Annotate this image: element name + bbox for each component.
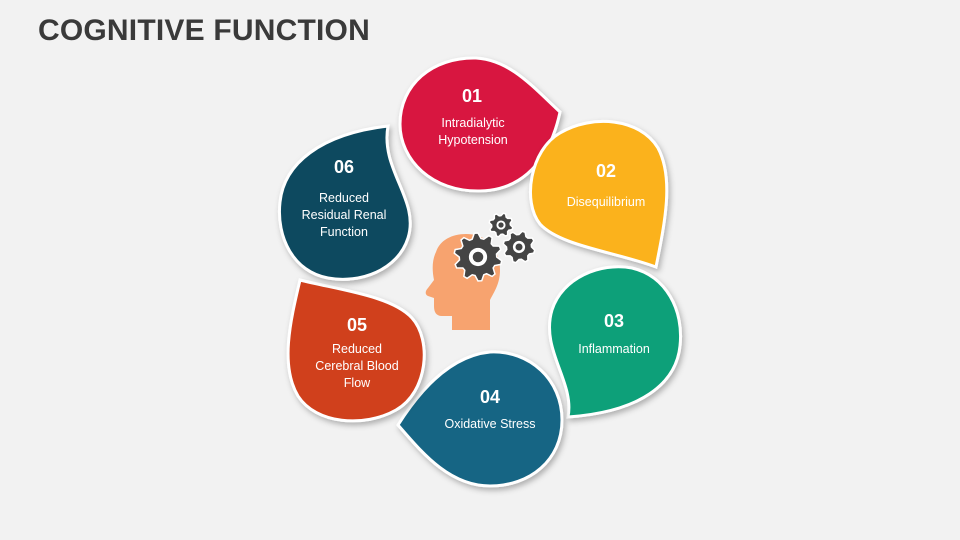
step-01-label: Intradialytic Hypotension xyxy=(438,116,508,147)
step-06-drop xyxy=(277,124,412,281)
step-05-drop xyxy=(286,278,426,423)
step-02-drop xyxy=(528,120,669,270)
step-03-drop xyxy=(548,265,683,419)
step-01-number: 01 xyxy=(461,86,483,106)
page-title: COGNITIVE FUNCTION xyxy=(38,14,370,47)
step-03-label: Inflammation xyxy=(578,342,650,356)
step-05-label: Reduced Cerebral Blood Flow xyxy=(315,342,399,390)
gear-medium-icon xyxy=(502,230,536,264)
step-03-number: 03 xyxy=(603,311,625,331)
step-05-number: 05 xyxy=(346,315,368,335)
step-04-number: 04 xyxy=(479,387,501,407)
step-06-label: Reduced Residual Renal Function xyxy=(301,191,387,239)
gear-small-icon xyxy=(488,212,514,238)
gear-large-icon xyxy=(453,232,503,282)
step-01-drop xyxy=(398,56,562,193)
step-06-number: 06 xyxy=(333,157,355,177)
step-04-label: Oxidative Stress xyxy=(444,417,536,431)
step-04-drop xyxy=(396,350,564,488)
step-02-number: 02 xyxy=(595,161,617,181)
head-with-gears-icon xyxy=(425,212,536,330)
step-02-label: Disequilibrium xyxy=(566,195,646,209)
